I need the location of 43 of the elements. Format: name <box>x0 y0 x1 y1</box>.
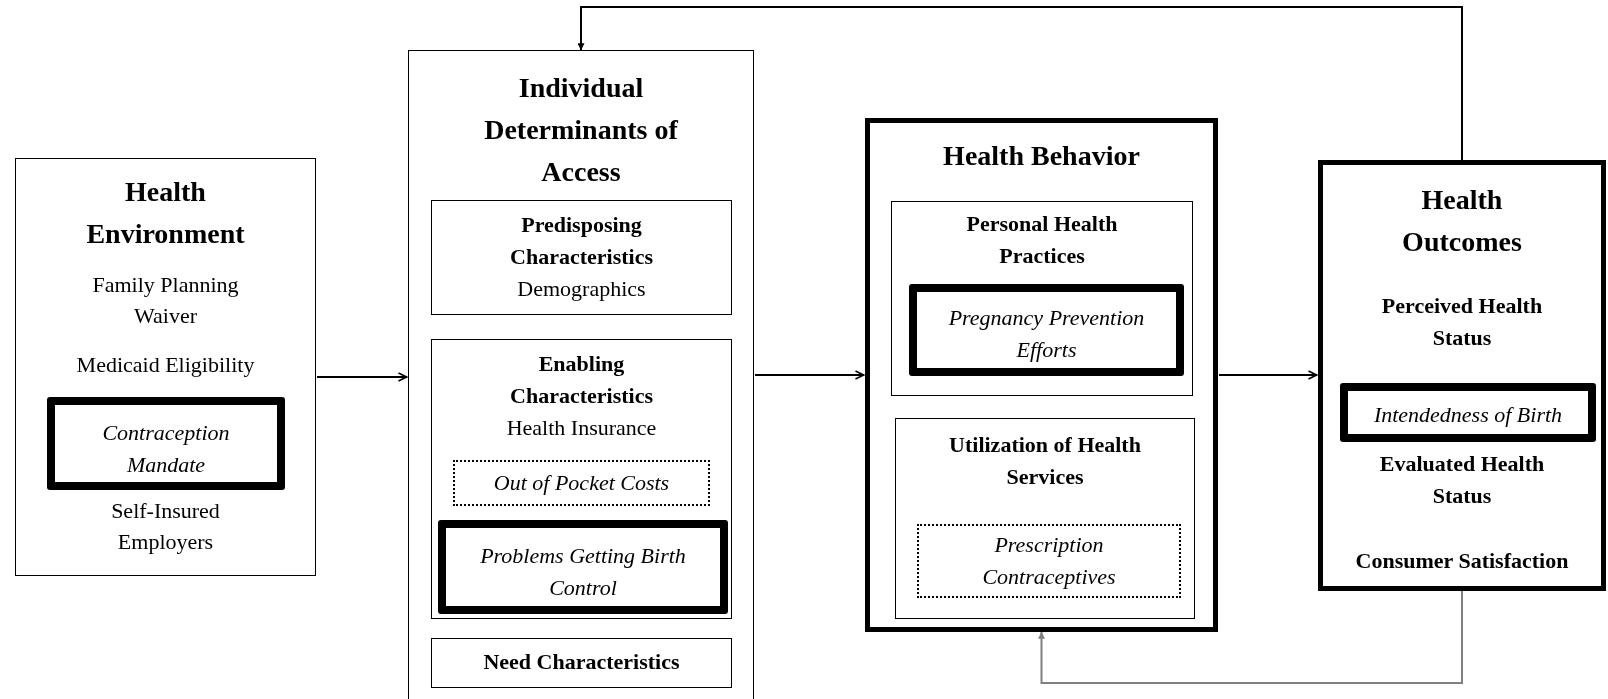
box-subtitle: Enabling Characteristics <box>509 350 654 410</box>
box-subtitle: Consumer Satisfaction <box>1355 547 1569 575</box>
arrow <box>754 370 865 380</box>
box-title: Health Outcomes <box>1401 183 1523 259</box>
outlined-box <box>431 638 732 688</box>
box-subtitle: Evaluated Health Status <box>1378 450 1546 510</box>
box-text: Out of Pocket Costs <box>493 469 670 497</box>
outlined-box <box>895 418 1195 619</box>
box-title: Health Behavior <box>943 139 1140 173</box>
box-text: Intendedness of Birth <box>1373 401 1563 429</box>
highlight-box <box>47 397 285 490</box>
box-text: Prescription Contraceptives <box>981 531 1117 591</box>
arrow <box>577 6 1463 161</box>
highlight-box <box>1340 383 1596 442</box>
box-text: Medicaid Eligibility <box>76 351 255 379</box>
outlined-box <box>408 50 754 699</box>
dotted-box <box>453 460 710 506</box>
box-text: Self-Insured Employers <box>110 497 221 556</box>
bold-outlined-box <box>865 118 1218 632</box>
box-text: Problems Getting Birth Control <box>479 542 687 602</box>
outlined-box <box>431 200 732 315</box>
box-subtitle: Predisposing Characteristics <box>509 211 654 271</box>
highlight-box <box>909 284 1184 376</box>
box-subtitle: Utilization of Health Services <box>948 431 1142 491</box>
box-text: Pregnancy Prevention Efforts <box>947 304 1146 364</box>
arrow <box>1218 370 1318 380</box>
box-text: Family Planning Waiver <box>91 271 240 330</box>
box-text: Contraception Mandate <box>101 419 231 479</box>
box-text: Demographics <box>517 275 646 303</box>
box-text: Health Insurance <box>506 414 657 442</box>
outlined-box <box>15 158 316 576</box>
box-subtitle: Perceived Health Status <box>1380 292 1544 352</box>
box-title: Health Environment <box>85 175 246 251</box>
dotted-box <box>917 524 1181 598</box>
outlined-box <box>891 201 1193 396</box>
outlined-box <box>431 339 732 619</box>
arrow <box>1038 590 1463 684</box>
box-subtitle: Need Characteristics <box>483 648 680 676</box>
box-title: Individual Determinants of Access <box>483 71 679 189</box>
highlight-box <box>438 520 728 614</box>
box-subtitle: Personal Health Practices <box>965 210 1119 270</box>
bold-outlined-box <box>1318 160 1606 591</box>
arrow <box>316 372 408 382</box>
